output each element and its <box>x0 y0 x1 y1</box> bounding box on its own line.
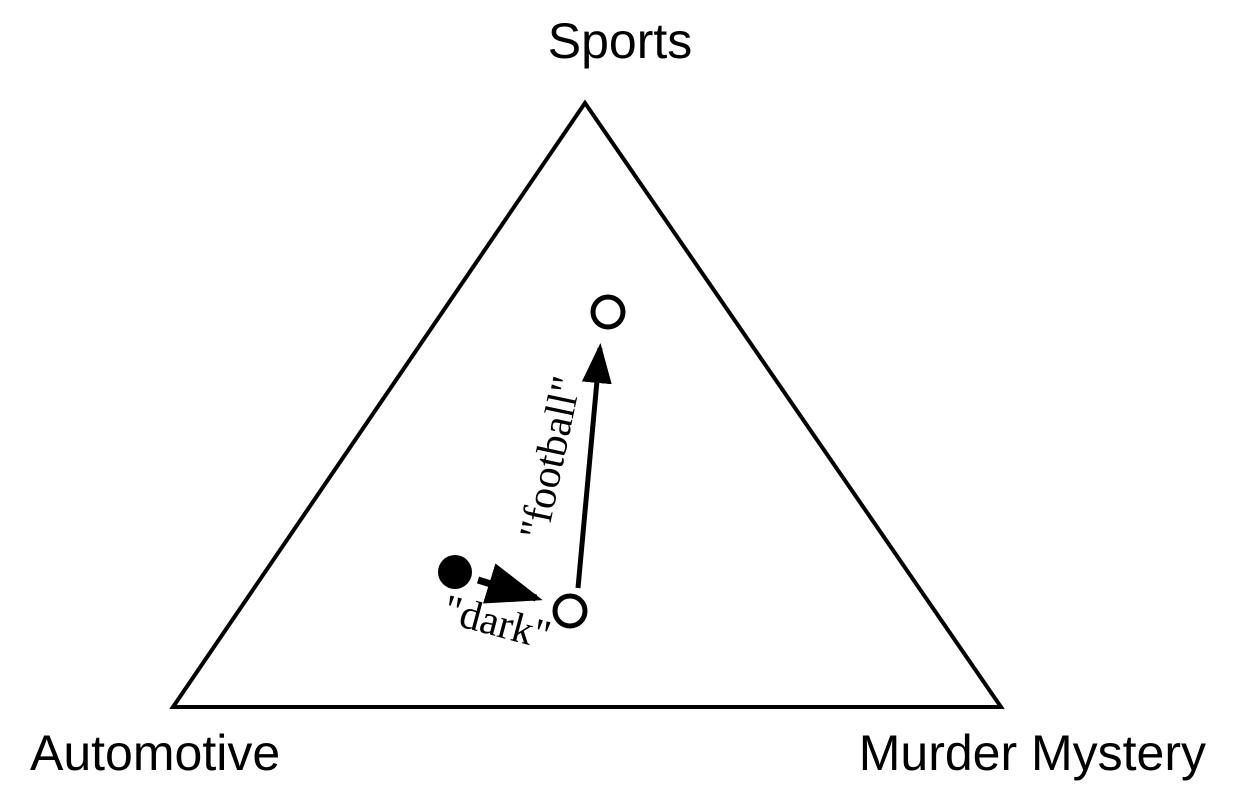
point-middle-open <box>552 593 588 629</box>
vertex-label-sports: Sports <box>548 13 693 69</box>
vertex-label-murder-mystery: Murder Mystery <box>859 725 1206 781</box>
arrow-football <box>575 343 612 589</box>
vertex-label-automotive: Automotive <box>30 725 280 781</box>
triangle-simplex <box>169 99 1005 709</box>
arrow-dark <box>476 563 543 604</box>
point-start-filled <box>438 555 472 589</box>
point-end-open <box>590 294 626 330</box>
